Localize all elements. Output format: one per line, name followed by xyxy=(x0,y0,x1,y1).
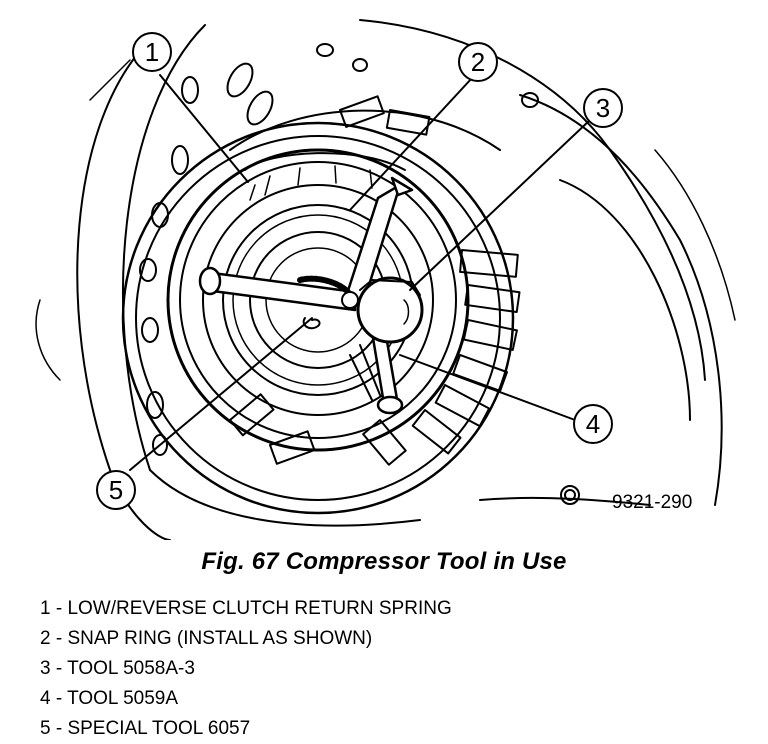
callout-numbers: 1 2 3 4 5 xyxy=(109,37,610,505)
callout-4-label: 4 xyxy=(586,409,600,439)
figure-caption: Fig. 67 Compressor Tool in Use xyxy=(201,548,567,575)
compressor-tool-illustration: 1 2 3 4 5 9321-290 xyxy=(35,19,736,540)
legend-item: 4 - TOOL 5059A xyxy=(40,688,179,709)
legend-item: 3 - TOOL 5058A-3 xyxy=(40,658,195,679)
legend-list: 1 - LOW/REVERSE CLUTCH RETURN SPRING 2 -… xyxy=(40,594,452,744)
compressor-tool xyxy=(198,176,414,415)
legend-item: 5 - SPECIAL TOOL 6057 xyxy=(40,718,251,739)
callout-3-circle xyxy=(583,88,623,128)
center-nut xyxy=(341,276,424,344)
callout-2-label: 2 xyxy=(471,47,485,77)
legend-item: 2 - SNAP RING (INSTALL AS SHOWN) xyxy=(40,628,373,649)
callout-3-label: 3 xyxy=(596,93,610,123)
callout-2-circle xyxy=(458,42,498,82)
legend-item: 1 - LOW/REVERSE CLUTCH RETURN SPRING xyxy=(40,598,452,619)
callout-1-circle xyxy=(132,32,172,72)
figure-id: 9321-290 xyxy=(612,492,692,513)
callout-1-label: 1 xyxy=(145,37,159,67)
callout-leaders xyxy=(129,74,591,471)
callout-5-circle xyxy=(96,470,136,510)
callout-5-label: 5 xyxy=(109,475,123,505)
clutch-assembly xyxy=(121,121,515,515)
callout-circles xyxy=(96,32,623,510)
clutch-tabs xyxy=(229,95,521,466)
callout-4-circle xyxy=(573,404,613,444)
